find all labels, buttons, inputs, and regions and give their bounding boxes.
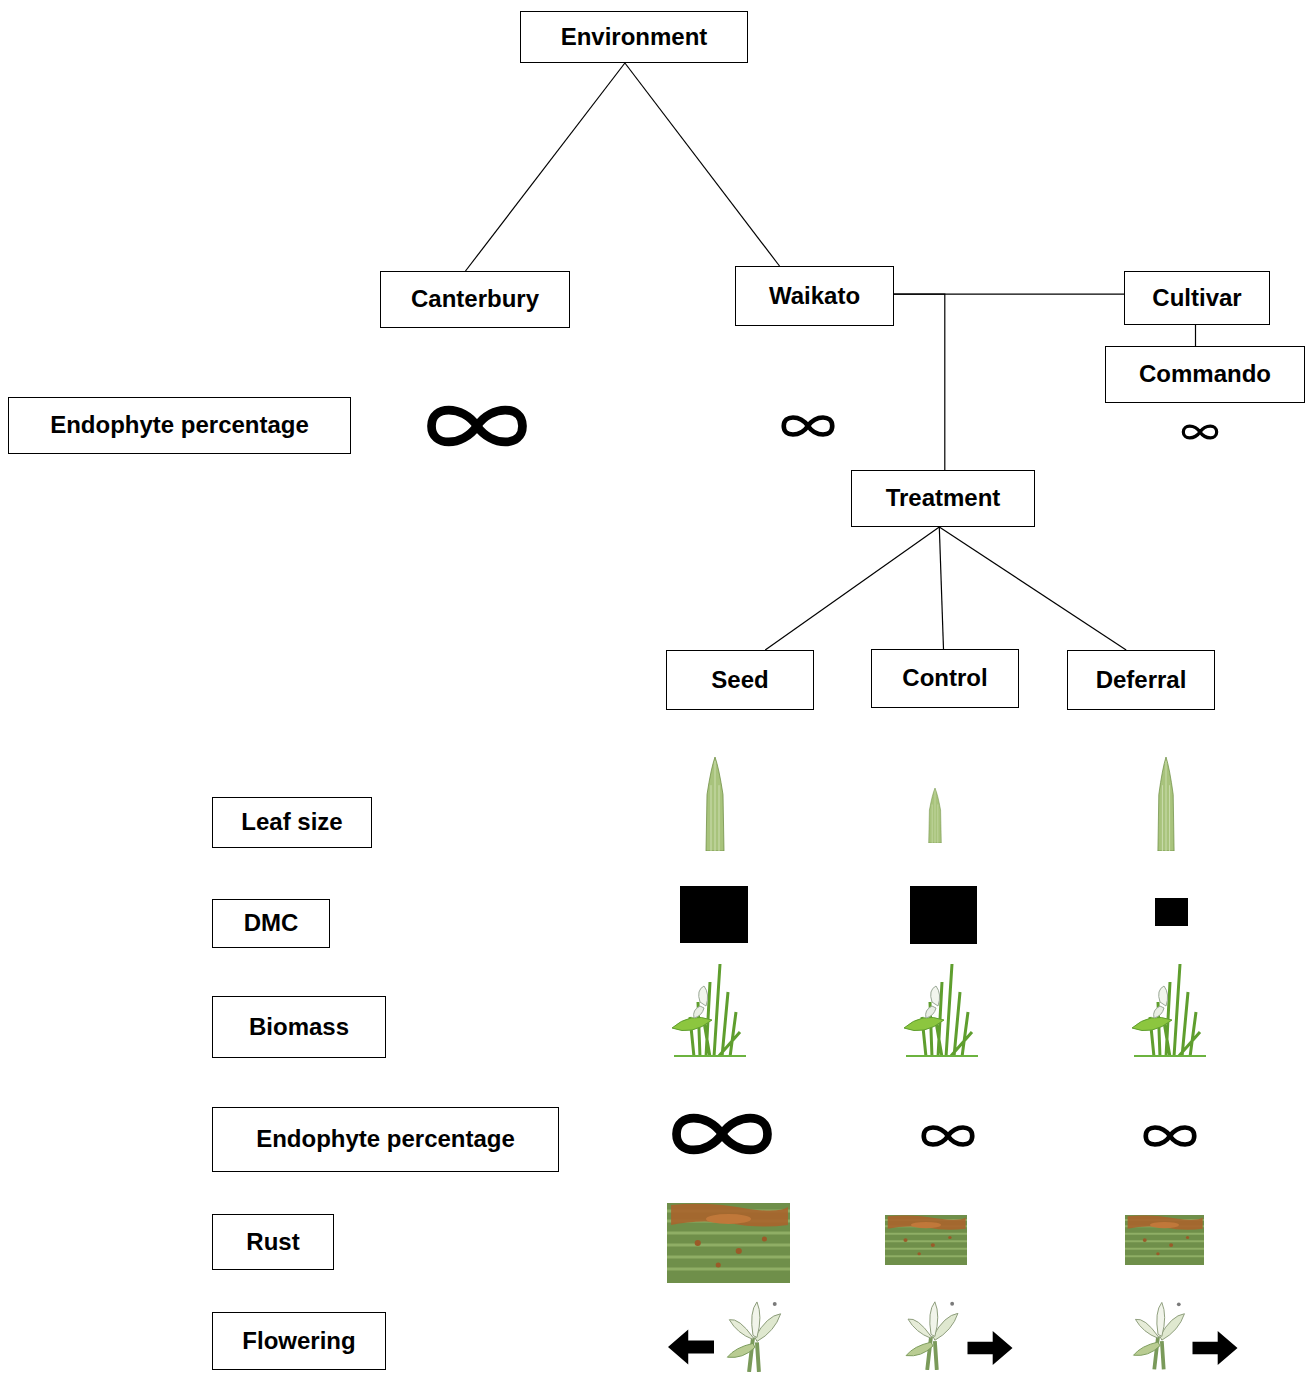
- box-label: Biomass: [249, 1013, 349, 1042]
- endophyte-infinity: [1183, 426, 1216, 438]
- flowering-icon: [1134, 1302, 1185, 1369]
- box-label: Seed: [711, 666, 768, 695]
- leaf-icon: [706, 757, 1174, 851]
- label-box: Cultivar: [1124, 271, 1270, 325]
- box-label: Flowering: [242, 1327, 355, 1356]
- dmc-square: [680, 886, 748, 943]
- box-label: Deferral: [1096, 666, 1187, 695]
- biomass-plant: [672, 964, 746, 1057]
- label-box: Endophyte percentage: [212, 1107, 559, 1172]
- tree-connector: [466, 63, 625, 271]
- label-box: Treatment: [851, 470, 1035, 527]
- tree-connector: [1195, 325, 1196, 346]
- label-box: Rust: [212, 1214, 334, 1270]
- box-label: Rust: [246, 1228, 299, 1257]
- box-label: Canterbury: [411, 285, 539, 314]
- label-box: Biomass: [212, 996, 386, 1058]
- label-box: Endophyte percentage: [8, 397, 351, 454]
- dmc-square: [910, 886, 977, 944]
- endophyte-infinity: [432, 410, 523, 442]
- tree-connector: [765, 527, 939, 650]
- leaf-icon: [706, 757, 724, 851]
- endophyte-infinity: [784, 417, 833, 434]
- biomass-plant: [1132, 964, 1206, 1057]
- label-box: Commando: [1105, 346, 1305, 403]
- label-box: Seed: [666, 650, 814, 710]
- label-box: Waikato: [735, 266, 894, 326]
- box-label: Commando: [1139, 360, 1271, 389]
- label-box: Flowering: [212, 1312, 386, 1370]
- tree-connector: [894, 294, 945, 470]
- label-box: Control: [871, 649, 1019, 708]
- rust-leaf: [667, 1203, 1204, 1283]
- leaf-icon: [929, 788, 942, 843]
- box-label: Endophyte percentage: [256, 1125, 515, 1154]
- box-label: DMC: [244, 909, 299, 938]
- leaf-icon: [1158, 757, 1174, 851]
- rust-leaf: [667, 1203, 790, 1283]
- flowering-icon: [1193, 1331, 1238, 1365]
- flowering-icon: [668, 1330, 714, 1365]
- label-box: Deferral: [1067, 650, 1215, 710]
- rust-leaf: [1125, 1215, 1204, 1265]
- box-label: Cultivar: [1152, 284, 1241, 313]
- label-box: Environment: [520, 11, 748, 63]
- tree-connector: [625, 63, 780, 266]
- flowering-icon: [906, 1302, 958, 1370]
- box-label: Environment: [561, 23, 708, 52]
- box-label: Leaf size: [241, 808, 342, 837]
- label-box: Canterbury: [380, 271, 570, 328]
- flowering-icon: [727, 1302, 780, 1372]
- label-box: Leaf size: [212, 797, 372, 848]
- endophyte-infinity: [432, 410, 1217, 1150]
- flowering-icon: [668, 1302, 1238, 1372]
- box-label: Waikato: [769, 282, 860, 311]
- tree-connector: [939, 527, 1126, 650]
- tree-connector: [939, 527, 943, 649]
- endophyte-infinity: [677, 1118, 768, 1150]
- box-label: Control: [902, 664, 987, 693]
- flowering-icon: [968, 1331, 1013, 1365]
- dmc-square: [680, 886, 1188, 944]
- box-label: Treatment: [886, 484, 1001, 513]
- biomass-plant: [672, 964, 1206, 1057]
- label-box: DMC: [212, 899, 330, 948]
- dmc-square: [1155, 898, 1188, 926]
- biomass-plant: [904, 964, 978, 1057]
- box-label: Endophyte percentage: [50, 411, 309, 440]
- rust-leaf: [885, 1215, 967, 1265]
- endophyte-infinity: [924, 1127, 973, 1144]
- endophyte-infinity: [1146, 1127, 1195, 1144]
